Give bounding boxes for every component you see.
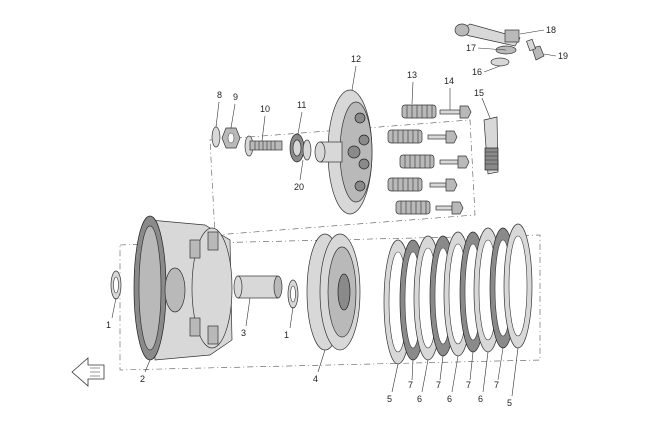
sleeve-bushing — [233, 275, 283, 299]
washer-8 — [211, 126, 221, 148]
callout-16: 16 — [472, 67, 482, 77]
bolt-10 — [244, 135, 283, 157]
release-lever-18 — [454, 23, 521, 47]
callout-10: 10 — [260, 104, 270, 114]
pressure-plate — [314, 89, 373, 215]
spring-row-2 — [387, 129, 458, 144]
callout-6c: 6 — [478, 394, 483, 404]
callout-20: 20 — [294, 182, 304, 192]
callout-13: 13 — [407, 70, 417, 80]
washer-right — [287, 279, 299, 309]
callout-4: 4 — [313, 374, 318, 384]
spring-row-4 — [387, 177, 458, 192]
clutch-hub — [306, 233, 361, 351]
callout-1b: 1 — [284, 330, 289, 340]
callout-17: 17 — [466, 43, 476, 53]
washer-left — [110, 270, 122, 300]
callout-6b: 6 — [447, 394, 452, 404]
callout-5b: 5 — [507, 398, 512, 408]
callout-labels: 1 1 2 3 4 5 5 6 6 6 7 7 7 7 8 9 10 11 12… — [106, 25, 568, 408]
callout-18: 18 — [546, 25, 556, 35]
screw-19 — [526, 38, 545, 61]
callout-14: 14 — [444, 76, 454, 86]
spring-row-3 — [399, 154, 470, 169]
callout-6a: 6 — [417, 394, 422, 404]
callout-7a: 7 — [408, 380, 413, 390]
seal-16 — [490, 57, 510, 67]
clutch-plate-stack — [383, 223, 533, 365]
callout-7b: 7 — [436, 380, 441, 390]
callout-3: 3 — [241, 328, 246, 338]
callout-12: 12 — [351, 54, 361, 64]
callout-11: 11 — [297, 100, 306, 110]
callout-5a: 5 — [387, 394, 392, 404]
alignment-lines — [119, 119, 541, 371]
callout-19: 19 — [558, 51, 568, 61]
leader-lines — [111, 29, 557, 397]
callout-15: 15 — [474, 88, 484, 98]
nut-9 — [221, 127, 241, 149]
ring-20 — [302, 139, 312, 161]
callout-7c: 7 — [466, 380, 471, 390]
callout-2: 2 — [140, 374, 145, 384]
clutch-housing — [133, 215, 233, 361]
callout-7d: 7 — [494, 380, 499, 390]
callout-1a: 1 — [106, 320, 111, 330]
bearing-11 — [289, 133, 305, 163]
spring-row-1 — [401, 104, 472, 119]
callout-9: 9 — [233, 92, 238, 102]
orientation-arrow-icon — [71, 357, 105, 387]
callout-8: 8 — [217, 90, 222, 100]
spring-row-5 — [395, 200, 464, 215]
springs-and-bolts — [387, 104, 472, 215]
release-pushrod — [483, 116, 499, 175]
